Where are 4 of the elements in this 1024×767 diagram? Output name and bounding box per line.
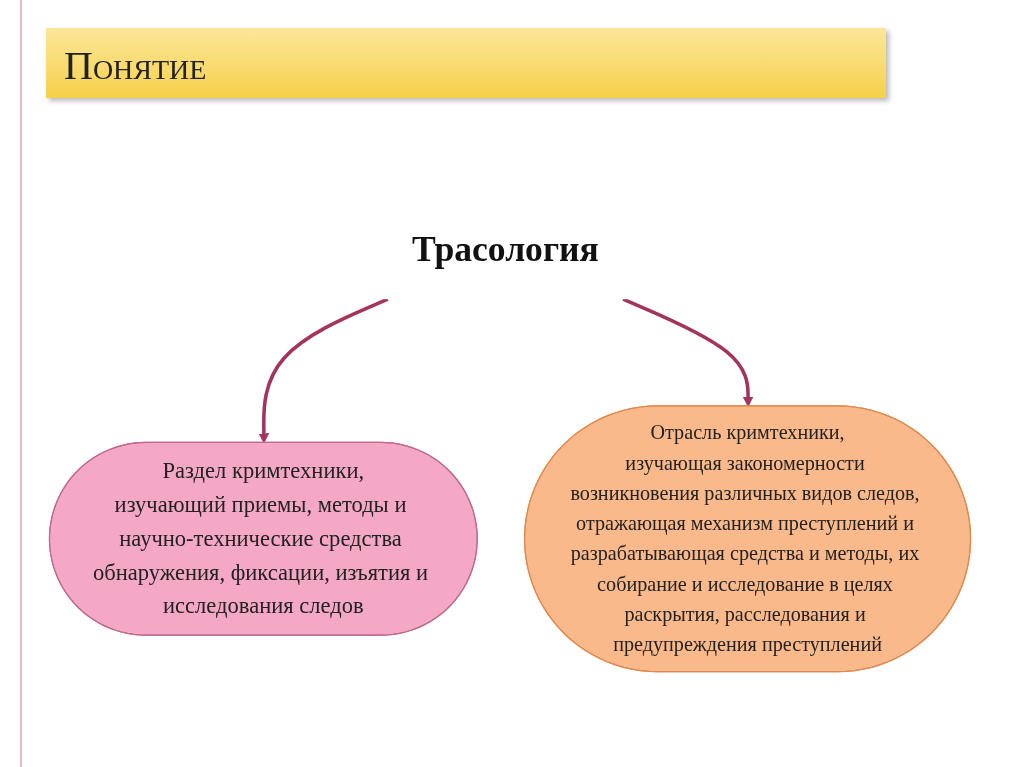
slide-title: Понятие [46,28,886,98]
arrow [622,297,754,407]
node-text: Трасология [412,229,599,269]
arrow [258,297,389,444]
